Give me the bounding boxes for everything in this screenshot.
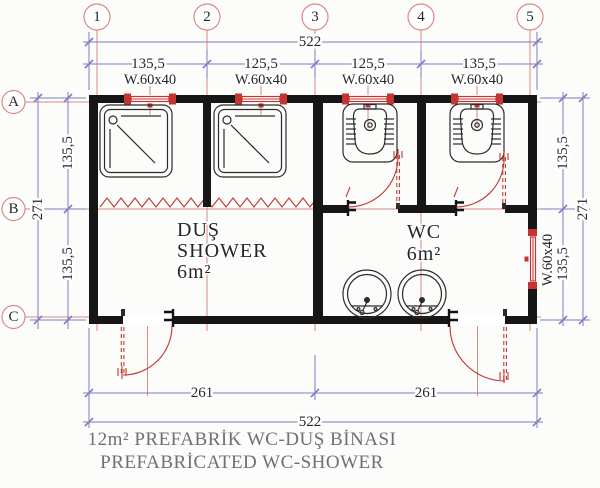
room-shower-name-tr: DUŞ	[177, 219, 220, 241]
squat-toilet-1	[342, 103, 398, 163]
grid-bubble-3	[301, 3, 329, 31]
grid-label-B: B	[8, 201, 18, 217]
dim-top-bay-2: 125,5	[244, 56, 278, 72]
door-swing-stall-2	[453, 151, 509, 208]
room-shower-name-en: SHOWER	[177, 240, 267, 262]
grid-label-4: 4	[417, 9, 425, 25]
dim-top-bay-1: 135,5	[131, 56, 165, 72]
grid-label-A: A	[8, 94, 19, 110]
dimension-lines	[30, 32, 590, 428]
drawing-title-line2: PREFABRİCATED WC-SHOWER	[100, 452, 384, 473]
grid-bubble-1	[83, 3, 111, 31]
grid-bubble-A	[1, 89, 26, 115]
grid-label-1: 1	[93, 9, 101, 25]
dim-left-seg-2: 135,5	[60, 247, 76, 281]
grid-bubble-5	[516, 3, 544, 31]
room-wc-name: WC	[407, 221, 441, 243]
room-shower-area: 6m²	[177, 261, 212, 283]
room-wc-area: 6m²	[407, 243, 442, 265]
grid-bubble-B	[1, 196, 26, 222]
dim-left-seg-1: 135,5	[60, 136, 76, 170]
grid-bubble-2	[193, 3, 221, 31]
drawing-title-line1: 12m² PREFABRİK WC-DUŞ BİNASI	[88, 429, 397, 450]
dim-bottom-half-2: 261	[415, 385, 438, 401]
dim-top-bay-3: 125,5	[351, 56, 385, 72]
walls	[89, 95, 538, 325]
window-label-3: W.60x40	[342, 72, 394, 88]
window-label-2: W.60x40	[235, 72, 287, 88]
title-block: 12m² PREFABRİK WC-DUŞ BİNASI PREFABRİCAT…	[88, 429, 397, 473]
grid-bubble-C	[1, 304, 26, 330]
window-label-4: W.60x40	[451, 72, 503, 88]
dimension-texts: 522 135,5 125,5 125,5 135,5 W.60x40 W.60…	[28, 32, 594, 433]
sink-2	[397, 269, 447, 319]
dim-top-bay-4: 135,5	[462, 56, 496, 72]
dim-bottom-total: 522	[299, 414, 322, 430]
window-symbol-4	[450, 92, 504, 109]
door-swing-entrance-left	[117, 325, 173, 379]
shower-tray-1	[99, 104, 173, 178]
room-labels: DUŞ SHOWER 6m² WC 6m²	[176, 218, 442, 285]
dim-right-total: 271	[575, 198, 591, 221]
dim-top-total: 522	[299, 34, 322, 50]
sink-1	[342, 269, 392, 319]
grid-bubble-4	[407, 3, 435, 31]
door-swing-stall-1	[345, 149, 403, 208]
grid-label-C: C	[8, 309, 18, 325]
windows	[123, 92, 537, 289]
grid-bubbles: 1 2 3 4 5 A B C	[1, 3, 544, 330]
grid-label-3: 3	[311, 9, 319, 25]
grid-label-2: 2	[203, 9, 211, 25]
window-label-1: W.60x40	[124, 72, 176, 88]
window-symbol-right	[524, 229, 537, 289]
dim-right-seg-1: 135,5	[555, 136, 571, 170]
window-label-right: W.60x40	[540, 234, 556, 286]
window-symbol-3	[341, 92, 395, 109]
grid-label-5: 5	[526, 9, 534, 25]
dim-bottom-half-1: 261	[191, 385, 214, 401]
door-swing-entrance-right	[449, 325, 509, 383]
dim-left-total: 271	[30, 198, 46, 221]
dim-right-seg-2: 135,5	[555, 247, 571, 281]
doors	[117, 149, 509, 383]
door-jambs	[121, 200, 507, 327]
shower-tray-2	[213, 104, 287, 178]
